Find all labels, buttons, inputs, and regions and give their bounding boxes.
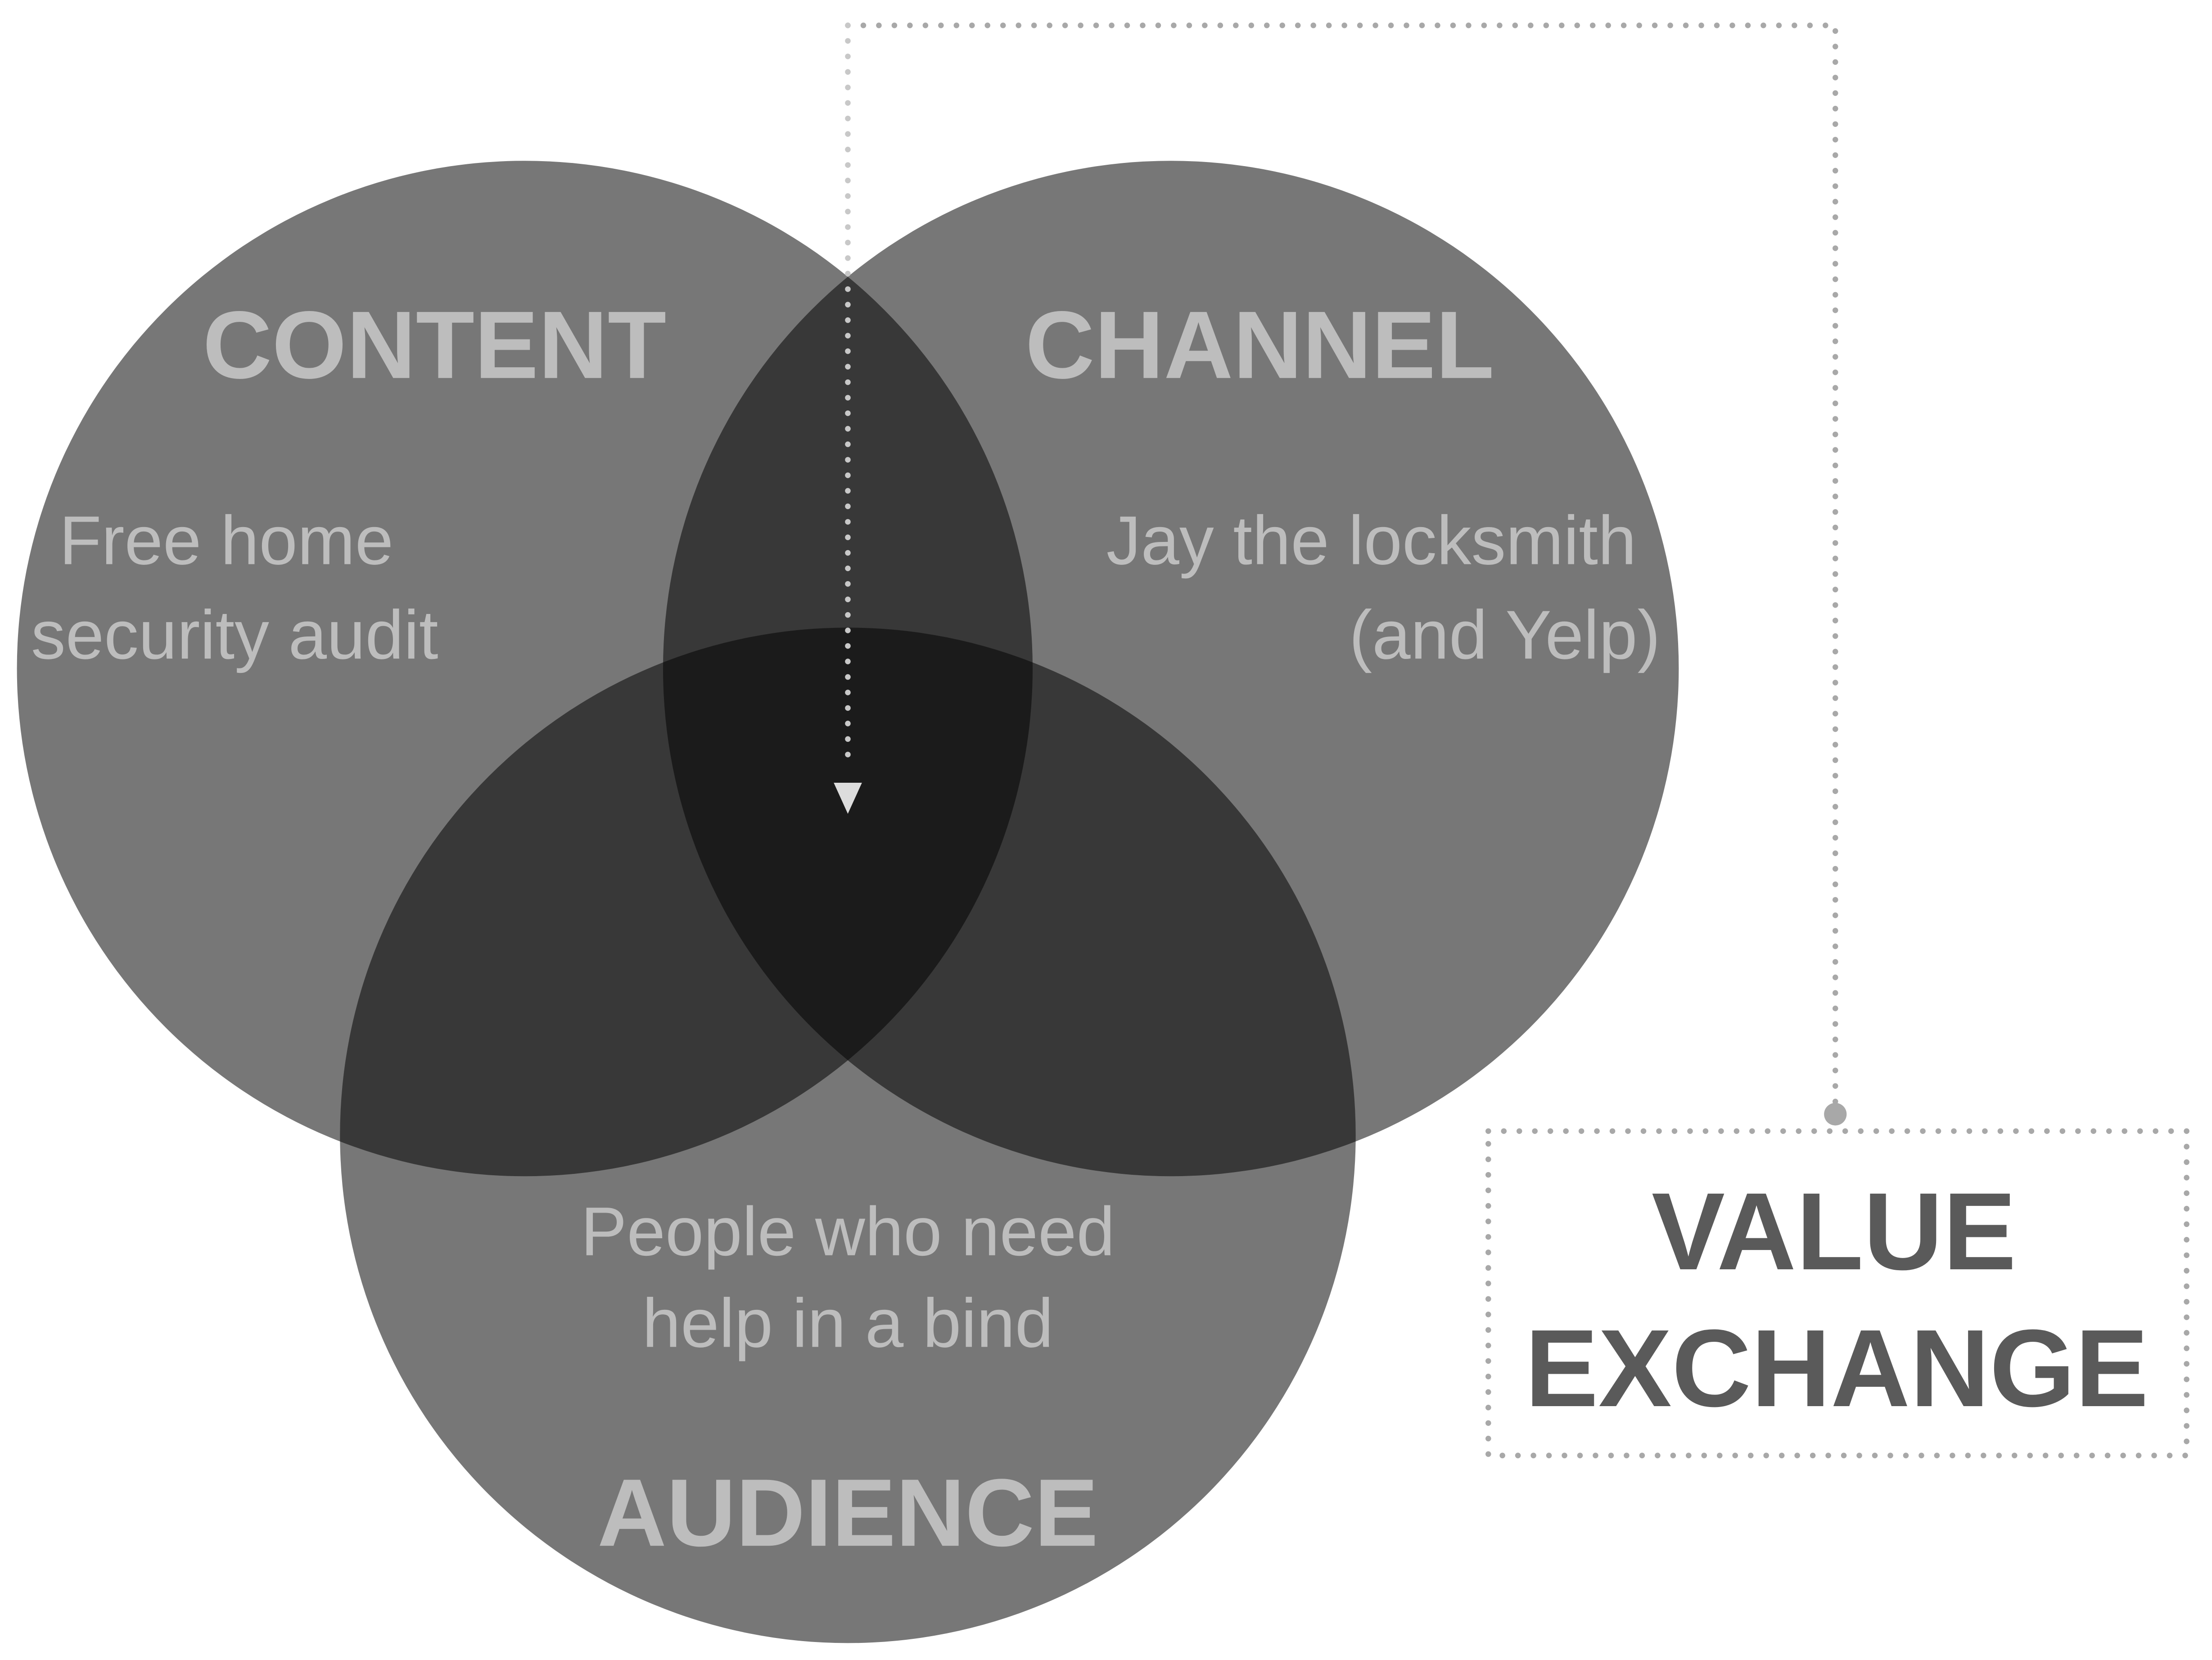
value-exchange-line1: VALUE (1652, 1170, 2016, 1293)
content-desc-line1: Free home (59, 501, 393, 579)
value-exchange-line2: EXCHANGE (1525, 1307, 2149, 1430)
audience-desc-line2: help in a bind (642, 1284, 1053, 1362)
channel-desc-line1: Jay the locksmith (1106, 501, 1637, 579)
audience-circle (340, 627, 1356, 1643)
content-title: CONTENT (203, 292, 666, 399)
audience-title: AUDIENCE (597, 1459, 1098, 1566)
value-exchange-connector (845, 23, 1838, 1106)
arrow-down-icon (834, 783, 862, 814)
audience-desc-line1: People who need (581, 1193, 1115, 1270)
channel-desc-line2: (and Yelp) (1349, 596, 1661, 673)
channel-title: CHANNEL (1025, 292, 1494, 399)
content-desc-line2: security audit (31, 596, 438, 673)
connector-dot (1824, 1103, 1847, 1126)
